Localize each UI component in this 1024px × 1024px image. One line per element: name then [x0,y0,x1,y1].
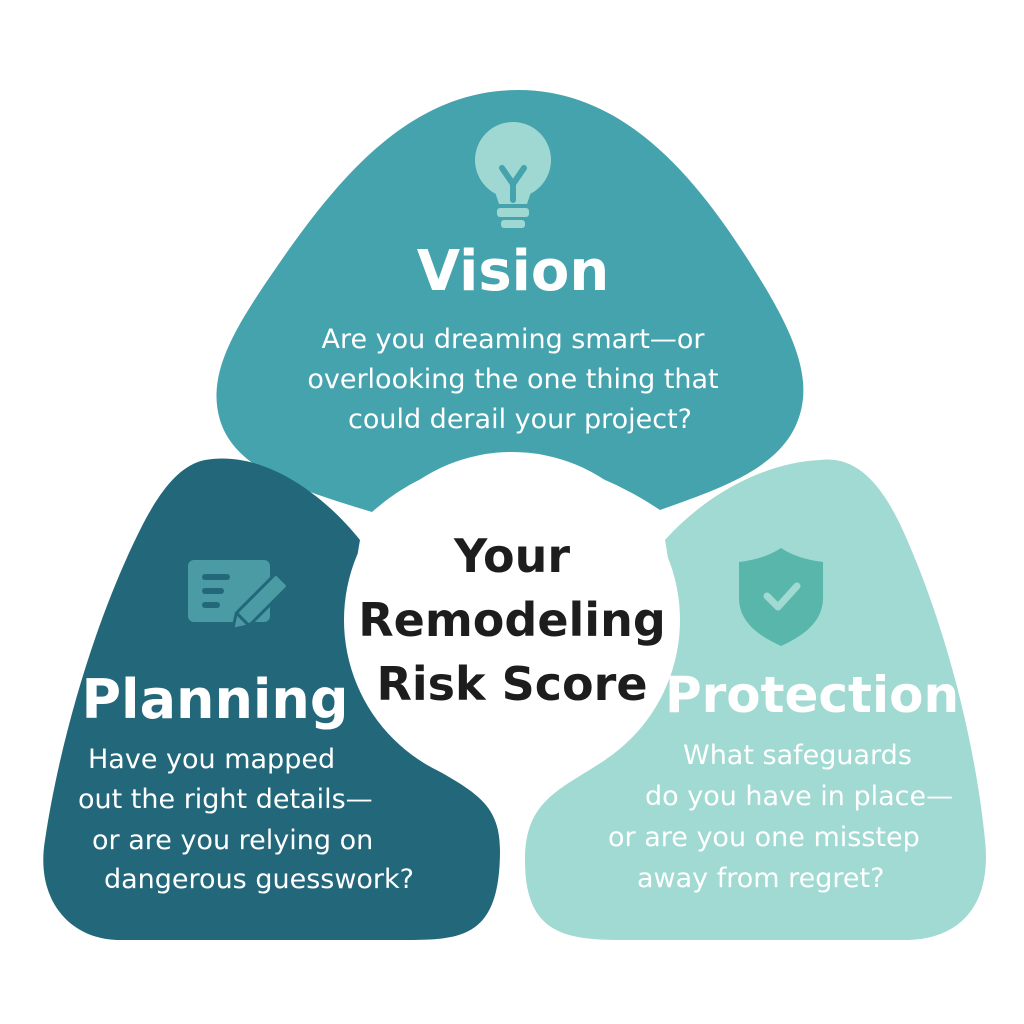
planning-shape [43,458,500,940]
protection-text-line-1: What safeguards [683,740,912,771]
planning-text-line-4: dangerous guesswork? [104,864,414,895]
center-circle: Your Remodeling Risk Score [344,452,680,788]
planning-text-line-3: or are you relying on [92,825,373,856]
protection-shape [525,459,986,940]
planning-segment: Planning Have you mapped out the right d… [43,458,500,940]
protection-text-line-4: away from regret? [637,863,884,894]
document-pencil-icon [188,560,289,631]
vision-text-line-1: Are you dreaming smart—or [321,324,705,355]
protection-text-line-3: or are you one misstep [608,822,920,853]
planning-text-line-1: Have you mapped [88,744,335,775]
protection-text-line-2: do you have in place— [645,781,953,812]
center-line-2: Remodeling [358,593,666,647]
planning-title: Planning [81,668,348,731]
protection-segment: Protection What safeguards do you have i… [525,459,986,940]
vision-text-line-2: overlooking the one thing that [307,364,718,395]
vision-title: Vision [417,239,609,304]
lightbulb-icon [475,122,551,228]
vision-text-line-3: could derail your project? [348,404,692,435]
planning-text-line-2: out the right details— [78,784,373,815]
shield-check-icon [739,548,823,646]
vision-shape [216,90,804,512]
center-line-1: Your [453,529,570,583]
center-line-3: Risk Score [376,657,647,711]
protection-title: Protection [665,666,959,724]
vision-segment: Vision Are you dreaming smart—or overloo… [216,90,804,512]
